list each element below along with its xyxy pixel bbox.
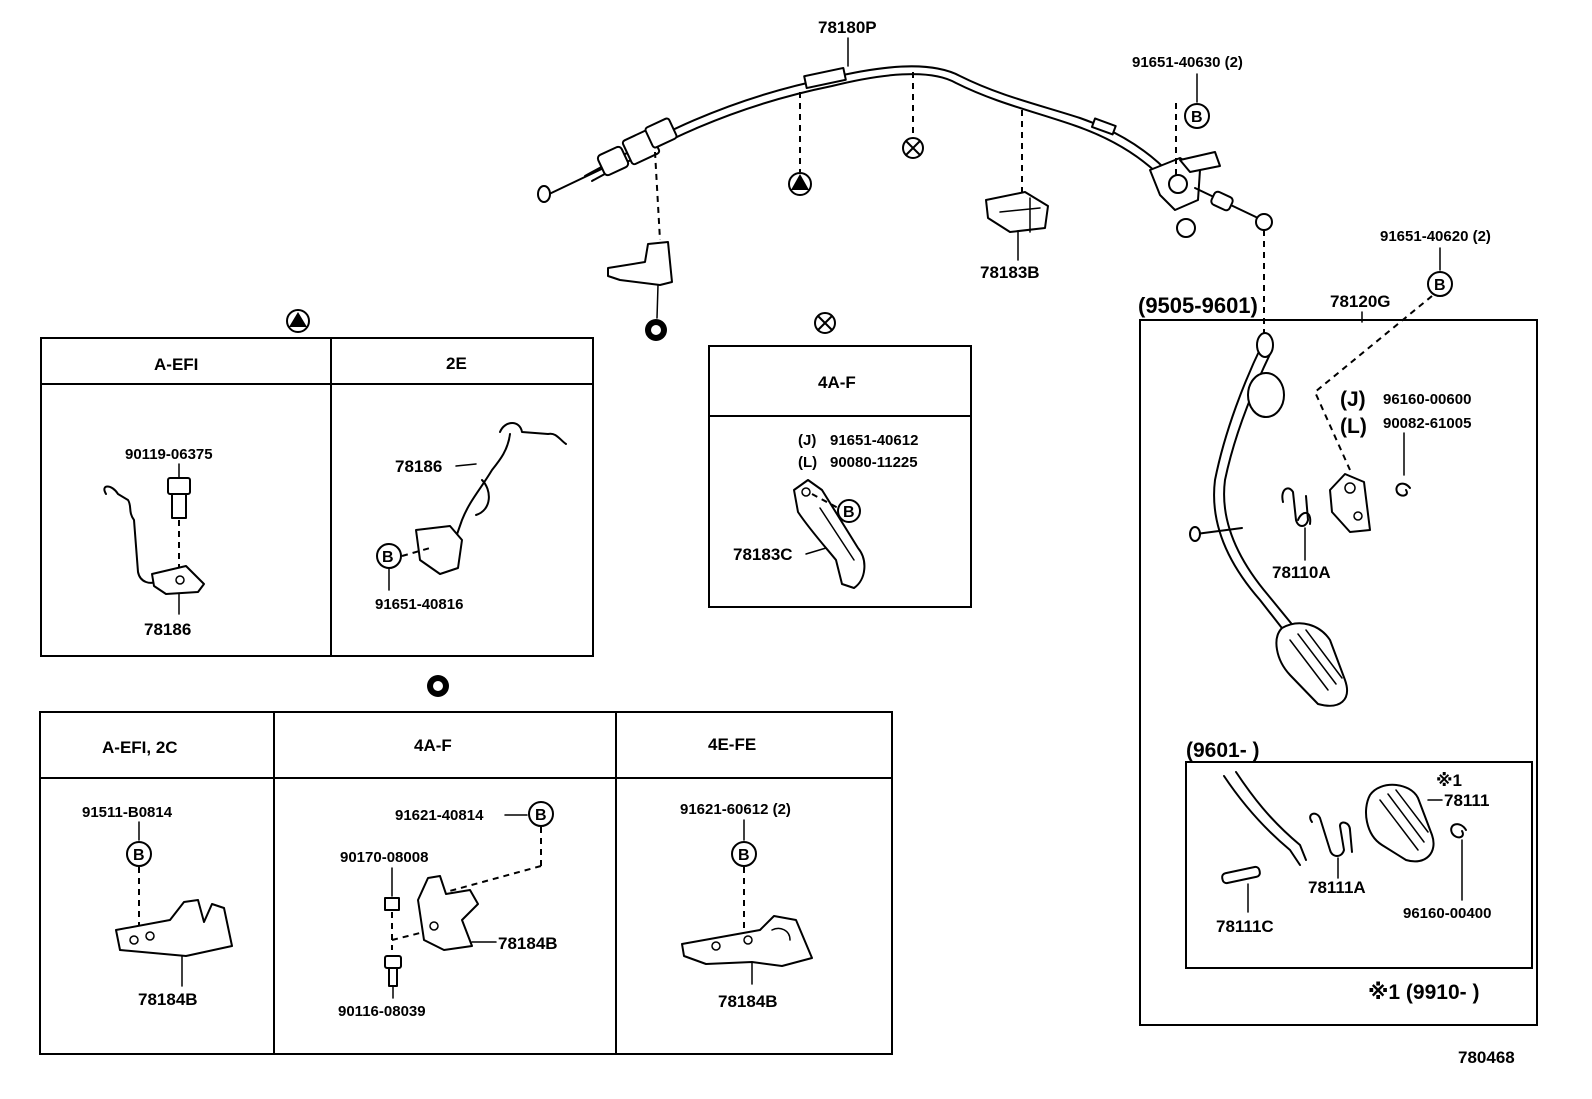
bolt-tag-b-icon: B: [1184, 103, 1210, 129]
bolt-91651-40612-label: 91651-40612: [830, 432, 918, 449]
nut-90170-label: 90170-08008: [340, 849, 428, 866]
triangle-marker-icon: [791, 174, 809, 190]
svg-text:B: B: [1434, 277, 1446, 294]
bolt-top-label: 91651-40630 (2): [1132, 54, 1243, 71]
triangle-marker-icon: [289, 312, 307, 327]
bolt-90116: [384, 955, 402, 987]
note-mark-label: ※1: [1436, 771, 1462, 790]
bolt-tag-b-icon: B: [1427, 271, 1453, 297]
bolt-tag-b-icon: [126, 841, 152, 867]
clamp-78183c: [793, 479, 866, 589]
table-cross-col1: 4A-F: [818, 373, 856, 392]
table-circle: [39, 711, 893, 1055]
table-circle-col1: A-EFI, 2C: [102, 738, 178, 757]
clip-icon: [1450, 823, 1467, 839]
bolt-tag-b-icon: [376, 543, 402, 569]
bolt-91621-40814-label: 91621-40814: [395, 807, 484, 824]
inner-pedal-box: [1185, 761, 1533, 969]
bolt-tag-b-icon: [528, 801, 554, 827]
bracket-78184b-b: [417, 875, 479, 951]
svg-text:B: B: [382, 549, 394, 566]
pedal-assy-label: 78120G: [1330, 292, 1391, 311]
bracket-78186-b: [415, 422, 567, 575]
cross-marker-icon: [814, 312, 836, 334]
spring-78110a: [1281, 487, 1312, 527]
table-circle-col2: 4A-F: [414, 736, 452, 755]
cable-label: 78180P: [818, 18, 877, 37]
spring-b-label: 78111A: [1308, 878, 1366, 897]
bracket-78184b-a: [115, 899, 233, 957]
bolt-tag-b-icon: [731, 841, 757, 867]
pedal-range-1-label: (9505-9601): [1138, 293, 1258, 318]
circle-marker-icon: [427, 675, 449, 697]
svg-text:B: B: [133, 847, 145, 864]
accelerator-cable: [537, 65, 1273, 238]
bracket-78184b-c-label: 78184B: [718, 992, 778, 1011]
bolt-91511-label: 91511-B0814: [82, 804, 173, 821]
svg-text:(J): (J): [798, 432, 816, 449]
pedal-range-2-label: (9601- ): [1186, 739, 1260, 762]
bolt-tag-b-icon: [837, 499, 861, 523]
bolt-90119: [167, 477, 191, 519]
note-range-label: ※1 (9910- ): [1368, 981, 1479, 1004]
pedal-assembly-box: [1139, 319, 1538, 1026]
spring-78111a: [1309, 812, 1353, 857]
clamp-b-label: 78183B: [980, 263, 1040, 282]
bracket-78184b-a-label: 78184B: [138, 990, 198, 1009]
table-triangle: [40, 337, 594, 657]
table-triangle-col1: A-EFI: [154, 355, 198, 374]
svg-text:B: B: [1191, 109, 1203, 126]
clamp-78183b: [985, 191, 1049, 233]
bolt-90116-label: 90116-08039: [338, 1003, 426, 1020]
clamp-c-label: 78183C: [733, 545, 793, 564]
bracket-78186-a: [103, 485, 205, 595]
bolt-90080-11225-label: 90080-11225: [830, 454, 918, 471]
svg-text:B: B: [535, 807, 547, 824]
nut-icon: [384, 897, 400, 911]
cross-marker-icon: [902, 137, 924, 159]
bolt-90119-label: 90119-06375: [125, 446, 213, 463]
pedal-lever: [1189, 332, 1348, 707]
pin-78111c: [1221, 865, 1261, 885]
clip-b-label: 96160-00400: [1403, 905, 1491, 922]
clip-l-label: 90082-61005: [1383, 415, 1471, 432]
svg-text:B: B: [843, 504, 855, 521]
pedal-pad-78111: [1365, 783, 1435, 863]
bolt-91651-40816-label: 91651-40816: [375, 596, 463, 613]
table-triangle-col2: 2E: [446, 354, 467, 373]
svg-text:(L): (L): [1340, 415, 1367, 438]
spring-a-label: 78110A: [1272, 563, 1331, 582]
clip-j-label: 96160-00600: [1383, 391, 1471, 408]
bracket-78184b-b-label: 78184B: [498, 934, 558, 953]
svg-text:(J): (J): [1340, 388, 1366, 411]
pedal-pad-label: 78111: [1444, 791, 1489, 810]
table-circle-col3: 4E-FE: [708, 735, 756, 754]
bolt-right-label: 91651-40620 (2): [1380, 228, 1491, 245]
bracket-78186-b-label: 78186: [395, 457, 442, 476]
svg-text:B: B: [738, 847, 750, 864]
clip-icon: [1395, 482, 1411, 497]
pin-label: 78111C: [1216, 917, 1274, 936]
diagram-id: 780468: [1458, 1048, 1515, 1067]
bracket-78186-a-label: 78186: [144, 620, 191, 639]
bolt-91621-60612-label: 91621-60612 (2): [680, 801, 791, 818]
table-cross: [708, 345, 972, 608]
circle-marker-icon: [645, 319, 667, 341]
svg-text:(L): (L): [798, 454, 817, 471]
bracket-78184b-c: [681, 915, 813, 967]
